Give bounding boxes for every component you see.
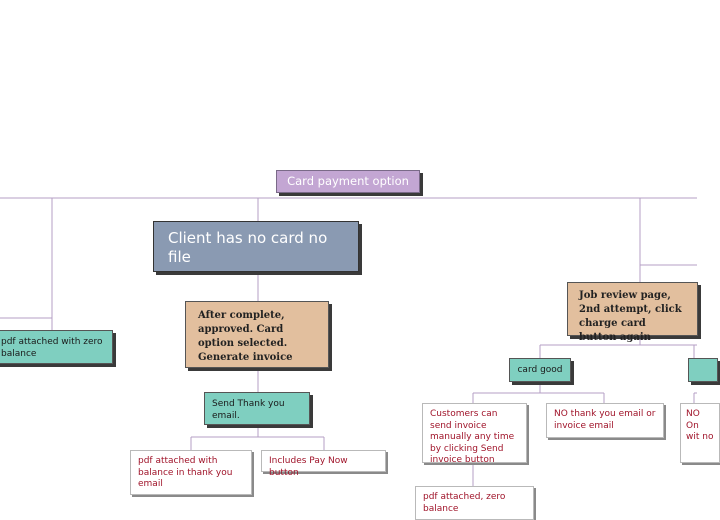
node-label: pdf attached with balance in thank you e…	[138, 456, 233, 489]
node-card-right-partial[interactable]	[688, 358, 718, 382]
node-label: card good	[517, 365, 563, 375]
node-label: Card payment option	[287, 174, 409, 188]
node-after-complete[interactable]: After complete, approved. Card option se…	[185, 301, 329, 368]
node-pdf-zero-balance-bottom[interactable]: pdf attached, zero balance	[415, 486, 534, 520]
node-label: pdf attached with zero balance	[1, 337, 103, 359]
node-label: Send Thank you email.	[212, 399, 285, 421]
node-includes-pay-now[interactable]: Includes Pay Now button	[261, 450, 386, 478]
node-send-thank-you[interactable]: Send Thank you email.	[204, 392, 310, 425]
node-card-good[interactable]: card good	[509, 358, 571, 382]
node-client-has-no-card[interactable]: Client has no card no file	[153, 221, 359, 272]
node-no-thank-you[interactable]: NO thank you email or invoice email	[546, 403, 664, 438]
node-label: pdf attached, zero balance	[423, 492, 506, 514]
connector-lines	[0, 197, 697, 486]
node-label: NO On wit no	[686, 409, 714, 442]
node-right-edge-partial[interactable]: NO On wit no	[680, 403, 720, 463]
node-pdf-zero-balance-left[interactable]: pdf attached with zero balance	[0, 330, 113, 364]
node-card-payment-option[interactable]: Card payment option	[276, 170, 420, 193]
node-label: Includes Pay Now button	[269, 456, 348, 478]
node-pdf-with-balance[interactable]: pdf attached with balance in thank you e…	[130, 450, 252, 495]
node-label: Client has no card no file	[168, 229, 328, 266]
node-label: Job review page, 2nd attempt, click char…	[579, 290, 682, 343]
node-label: After complete, approved. Card option se…	[198, 310, 293, 363]
node-label: NO thank you email or invoice email	[554, 409, 656, 431]
node-customers-send-invoice[interactable]: Customers can send invoice manually any …	[422, 403, 527, 465]
node-job-review-page[interactable]: Job review page, 2nd attempt, click char…	[567, 282, 698, 343]
node-label: Customers can send invoice manually any …	[430, 409, 515, 465]
